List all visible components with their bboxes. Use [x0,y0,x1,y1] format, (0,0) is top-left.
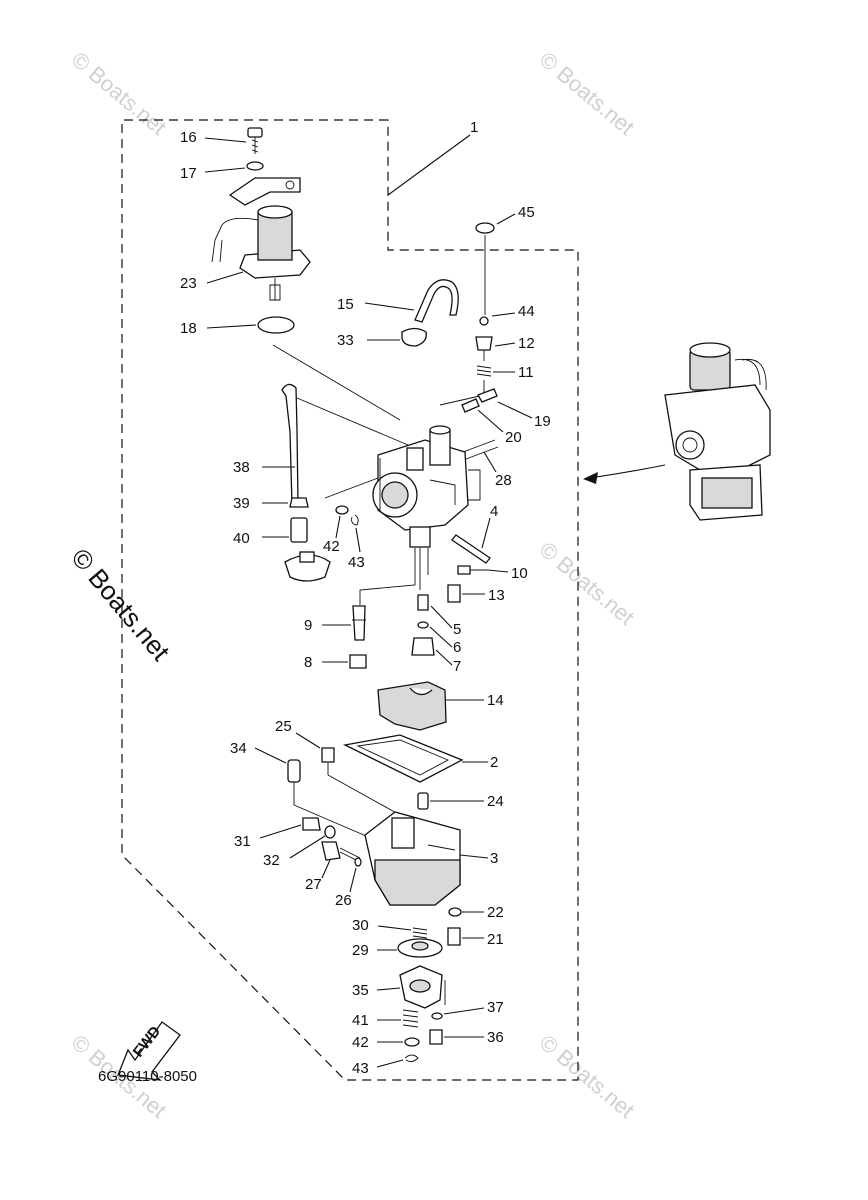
part-label-30: 30 [352,917,369,934]
part-label-31: 31 [234,833,251,850]
watermark-large: © Boats.net [65,543,176,667]
part-label-22: 22 [487,904,504,921]
float-part [377,681,447,731]
cap-part [475,222,495,234]
carburetor-body [372,425,481,548]
hose-part [414,279,459,323]
part-label-45: 45 [518,204,535,221]
part-label-9: 9 [304,617,312,634]
part-label-42b: 42 [352,1034,369,1051]
part-label-12: 12 [518,335,535,352]
part-label-35: 35 [352,982,369,999]
watermark: © Boats.net [535,537,639,630]
part-label-1: 1 [470,119,478,136]
part-label-14: 14 [487,692,504,709]
part-label-42a: 42 [323,538,340,555]
part-label-38: 38 [233,459,250,476]
grommet-part [401,327,427,347]
part-label-37: 37 [487,999,504,1016]
float-bowl-part [364,811,461,906]
part-label-11: 11 [518,364,534,381]
part-label-23: 23 [180,275,197,292]
part-label-10: 10 [511,565,528,582]
part-label-40: 40 [233,530,250,547]
watermark: © Boats.net [535,47,639,140]
reference-carburetor-illustration [583,342,771,521]
part-label-34: 34 [230,740,247,757]
part-label-25: 25 [275,718,292,735]
watermark: © Boats.net [535,1030,639,1123]
part-label-16: 16 [180,129,197,146]
o-ring-part [257,316,295,334]
part-label-36: 36 [487,1029,504,1046]
part-label-28: 28 [495,472,512,489]
watermark-group: © Boats.net © Boats.net © Boats.net © Bo… [65,47,639,1123]
part-label-44: 44 [518,303,535,320]
part-label-6: 6 [453,639,461,656]
part-label-19: 19 [534,413,551,430]
part-label-39: 39 [233,495,250,512]
part-label-29: 29 [352,942,369,959]
part-label-13: 13 [488,587,505,604]
part-label-8: 8 [304,654,312,671]
solenoid-part [211,205,311,301]
part-label-3: 3 [490,850,498,867]
part-label-7: 7 [453,658,461,675]
part-label-21: 21 [487,931,504,948]
part-label-20: 20 [505,429,522,446]
part-label-43b: 43 [352,1060,369,1077]
screw-part [247,127,263,154]
part-label-2: 2 [490,754,498,771]
part-label-32: 32 [263,852,280,869]
leader-line [387,134,471,196]
part-label-33: 33 [337,332,354,349]
part-label-26: 26 [335,892,352,909]
part-label-17: 17 [180,165,197,182]
part-label-24: 24 [487,793,504,810]
pipe-part [281,383,299,506]
part-label-41: 41 [352,1012,369,1029]
part-label-5: 5 [453,621,461,638]
part-label-15: 15 [337,296,354,313]
part-labels: 1 2 3 4 5 6 7 8 9 10 11 12 13 14 15 16 1… [180,119,551,1077]
watermark: © Boats.net [67,47,171,140]
diagram-code: 6G90110-8050 [98,1068,197,1085]
assembly-boundary [121,119,579,1081]
part-label-18: 18 [180,320,197,337]
bracket-part [228,177,301,206]
gasket-part [342,734,464,783]
part-label-43a: 43 [348,554,365,571]
part-label-4: 4 [490,503,498,520]
part-label-27: 27 [305,876,322,893]
